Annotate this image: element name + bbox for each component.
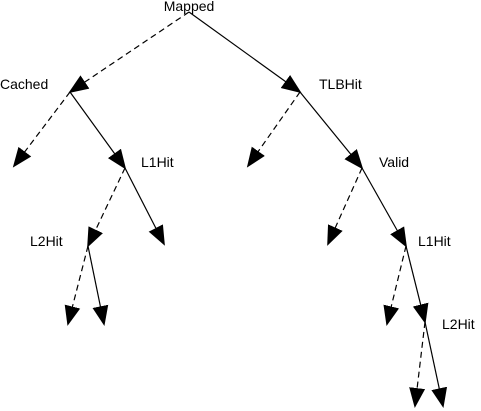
labels: Mapped Cached TLBHit L1Hit Valid L2Hit L…	[0, 0, 475, 332]
node-l1hit-right-label: L1Hit	[418, 233, 451, 249]
edge-cached-to-leaf-1-dashed	[12, 91, 71, 168]
edge-l1hit_right-to-l2hit_right-solid	[405, 245, 429, 324]
edge-tlbhit-to-valid-solid	[299, 91, 364, 170]
edge-tlbhit-to-leaf-2-dashed	[246, 91, 301, 168]
edge-l2hit_left-to-leaf-5-dashed	[64, 245, 89, 326]
edge-l2hit_left-to-leaf-6-solid	[87, 245, 109, 326]
node-mapped-label: Mapped	[164, 0, 215, 14]
node-l1hit-left-label: L1Hit	[141, 154, 174, 170]
node-l2hit-right-label: L2Hit	[442, 316, 475, 332]
edge-l2hit_right-to-leaf-8-dashed	[409, 321, 426, 408]
edges	[12, 11, 448, 408]
node-valid-label: Valid	[379, 154, 409, 170]
edge-l1hit_right-to-leaf-7-dashed	[383, 245, 407, 326]
edge-l2hit_right-to-leaf-9-solid	[424, 321, 448, 408]
node-l2hit-left-label: L2Hit	[30, 233, 63, 249]
edge-cached-to-l1hit_left-solid	[69, 91, 127, 170]
edge-mapped-to-cached-dashed	[68, 11, 190, 94]
edge-valid-to-leaf-4-dashed	[327, 167, 363, 246]
edge-l1hit_left-to-leaf-3-solid	[124, 167, 165, 246]
edge-mapped-to-tlbhit-solid	[188, 11, 302, 94]
edge-l1hit_left-to-l2hit_left-dashed	[87, 167, 126, 248]
node-cached-label: Cached	[0, 76, 48, 92]
node-tlbhit-label: TLBHit	[319, 76, 362, 92]
edge-valid-to-l1hit_right-solid	[361, 167, 407, 248]
